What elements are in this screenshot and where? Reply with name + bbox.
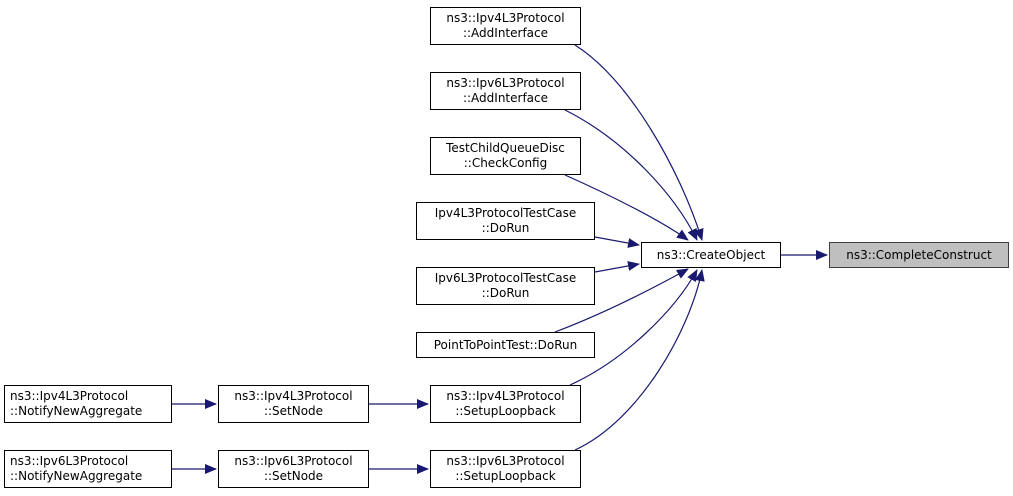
node-label: ::NotifyNewAggregate	[10, 404, 143, 418]
node-label: ::DoRun	[481, 286, 530, 300]
node-create-object[interactable]: ns3::CreateObject	[641, 242, 781, 268]
node-label: PointToPointTest::DoRun	[433, 337, 578, 352]
node-ipv6-test-case[interactable]: Ipv6L3ProtocolTestCase ::DoRun	[416, 267, 595, 305]
node-label: ::SetNode	[263, 469, 324, 483]
node-ipv6-notify-new-aggregate[interactable]: ns3::Ipv6L3Protocol ::NotifyNewAggregate	[4, 450, 172, 488]
node-label: ::DoRun	[481, 221, 530, 235]
node-label: ns3::CreateObject	[656, 247, 766, 262]
node-ipv4-test-case[interactable]: Ipv4L3ProtocolTestCase ::DoRun	[416, 202, 595, 240]
node-test-child-queue-disc[interactable]: TestChildQueueDisc ::CheckConfig	[430, 137, 581, 175]
node-label: ns3::Ipv6L3Protocol	[10, 454, 129, 468]
node-label: ns3::CompleteConstruct	[846, 247, 992, 262]
node-ipv6-set-node[interactable]: ns3::Ipv6L3Protocol ::SetNode	[218, 450, 369, 488]
edge-ipv6-add-interface-to-create-object	[564, 109, 698, 241]
node-label: ns3::Ipv4L3Protocol	[446, 11, 565, 25]
node-label: ns3::Ipv4L3Protocol	[234, 389, 353, 403]
node-ipv6-add-interface[interactable]: ns3::Ipv6L3Protocol ::AddInterface	[430, 72, 581, 110]
node-label: ::SetNode	[263, 404, 324, 418]
node-label: ns3::Ipv4L3Protocol	[446, 389, 565, 403]
node-ipv4-notify-new-aggregate[interactable]: ns3::Ipv4L3Protocol ::NotifyNewAggregate	[4, 385, 172, 423]
node-label: TestChildQueueDisc	[446, 141, 565, 155]
edge-ipv6-setup-loopback-to-create-object	[574, 269, 705, 451]
edge-test-child-queue-disc-to-create-object	[564, 174, 689, 241]
node-label: ::AddInterface	[462, 26, 549, 40]
node-label: ::SetupLoopback	[455, 404, 556, 418]
edge-p2p-test-to-create-object	[554, 268, 689, 333]
node-label: ns3::Ipv6L3Protocol	[446, 76, 565, 90]
node-label: ::CheckConfig	[463, 156, 548, 170]
edge-ipv4-setup-loopback-to-create-object	[569, 269, 698, 386]
node-ipv4-add-interface[interactable]: ns3::Ipv4L3Protocol ::AddInterface	[430, 7, 581, 45]
node-label: ::NotifyNewAggregate	[10, 469, 143, 483]
edge-ipv4-add-interface-to-create-object	[574, 44, 704, 241]
node-ipv6-setup-loopback[interactable]: ns3::Ipv6L3Protocol ::SetupLoopback	[430, 450, 581, 488]
node-complete-construct[interactable]: ns3::CompleteConstruct	[829, 242, 1009, 268]
node-ipv4-setup-loopback[interactable]: ns3::Ipv4L3Protocol ::SetupLoopback	[430, 385, 581, 423]
node-label: ::AddInterface	[462, 91, 549, 105]
node-label: ::SetupLoopback	[455, 469, 556, 483]
edge-ipv6-test-case-to-create-object	[594, 261, 640, 273]
node-label: ns3::Ipv6L3Protocol	[446, 454, 565, 468]
node-p2p-test[interactable]: PointToPointTest::DoRun	[416, 332, 595, 358]
node-label: Ipv6L3ProtocolTestCase	[434, 271, 577, 285]
edge-ipv4-test-case-to-create-object	[594, 236, 640, 248]
node-label: Ipv4L3ProtocolTestCase	[434, 206, 577, 220]
node-ipv4-set-node[interactable]: ns3::Ipv4L3Protocol ::SetNode	[218, 385, 369, 423]
node-label: ns3::Ipv6L3Protocol	[234, 454, 353, 468]
node-label: ns3::Ipv4L3Protocol	[10, 389, 129, 403]
